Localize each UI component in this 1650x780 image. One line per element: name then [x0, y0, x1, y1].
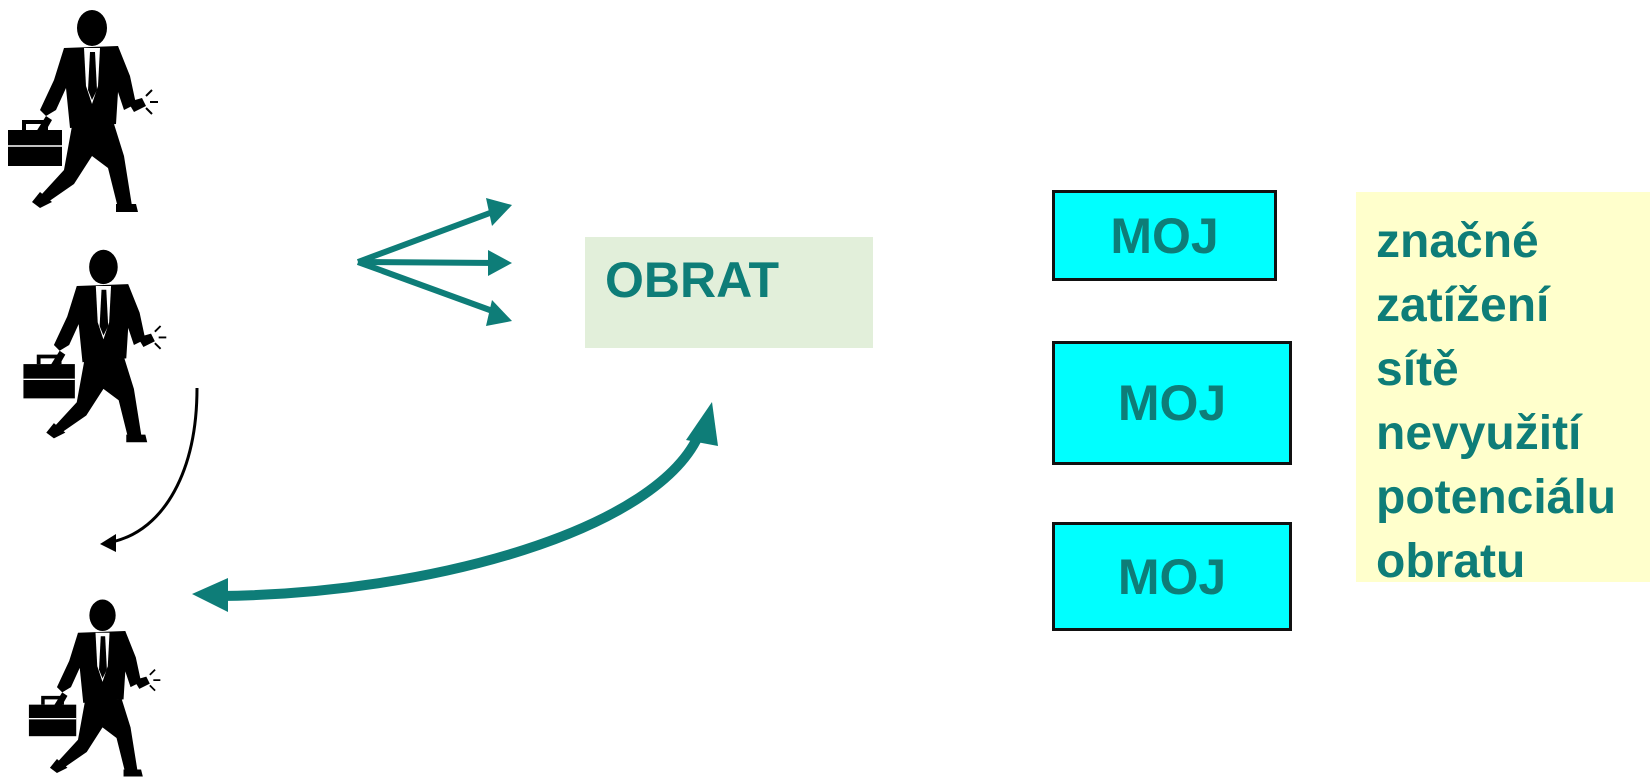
note-line: obratu — [1376, 535, 1526, 588]
double-headed-arrow — [219, 430, 705, 601]
note-line: potenciálu — [1376, 471, 1617, 524]
note-line: zatížení — [1376, 279, 1550, 332]
obrat-box: OBRAT — [585, 237, 873, 348]
fan-arrows — [356, 207, 500, 316]
thin-curved-arrow — [111, 387, 199, 544]
obrat-label: OBRAT — [605, 252, 780, 308]
note-line: značné — [1376, 215, 1539, 268]
note-line: sítě — [1376, 343, 1459, 396]
note-box: značné zatížení sítě nevyužití potenciál… — [1356, 192, 1650, 588]
moj-box-1: MOJ — [1052, 190, 1277, 281]
moj-box-2: MOJ — [1052, 341, 1292, 465]
note-line: nevyužití — [1376, 407, 1582, 460]
moj-box-3: MOJ — [1052, 522, 1292, 631]
